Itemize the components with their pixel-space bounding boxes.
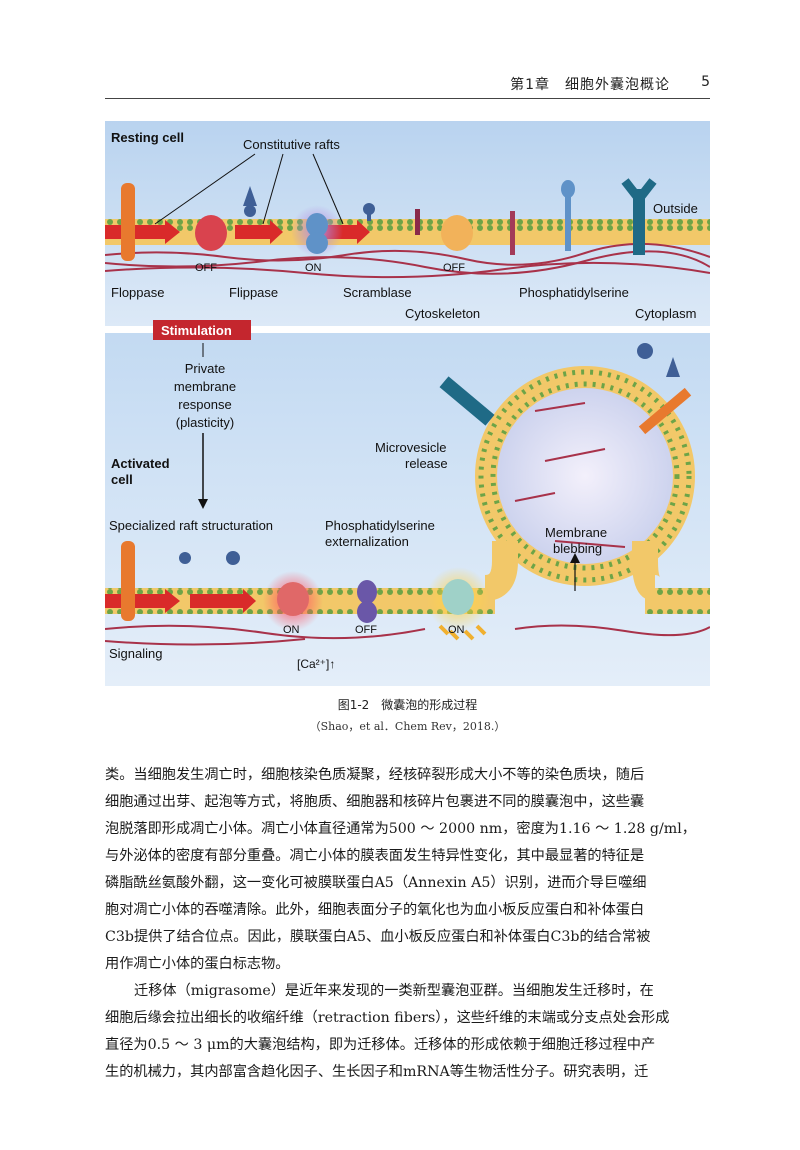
blebbing-label: blebbing	[553, 541, 602, 556]
state-label: ON	[448, 624, 465, 636]
figure-illustration: Resting cell Constitutive rafts Outside …	[105, 121, 710, 686]
signaling-label: Signaling	[109, 646, 163, 661]
receptor-icon	[439, 376, 495, 426]
running-header: 第1章 细胞外囊泡概论 5	[105, 74, 710, 98]
scramblase-icon	[441, 215, 473, 251]
outside-label: Outside	[653, 201, 698, 216]
floppase-active-icon	[277, 582, 309, 616]
floppase-state: OFF	[195, 262, 217, 274]
text-line: 胞对凋亡小体的吞噬清除。此外，细胞表面分子的氧化也为血小板反应蛋白和补体蛋白	[105, 902, 645, 918]
activated-cell-title: Activated	[111, 456, 170, 471]
ps-externalization-label: Phosphatidylserine	[325, 518, 435, 533]
receptor-icon	[633, 189, 645, 255]
body-text: 类。当细胞发生凋亡时，细胞核染色质凝聚，经核碎裂形成大小不等的染色质块，随后 细…	[105, 762, 710, 1086]
figure-caption: 图1-2 微囊泡的形成过程	[337, 698, 478, 712]
ps-externalization-label: externalization	[325, 534, 409, 549]
protein-orange	[121, 183, 135, 261]
cytoplasm-label: Cytoplasm	[635, 306, 696, 321]
blebbing-label: Membrane	[545, 525, 607, 540]
figure-microvesicle-formation: Resting cell Constitutive rafts Outside …	[105, 121, 710, 686]
raft-arrow	[190, 589, 256, 613]
floppase-label: Floppase	[111, 285, 164, 300]
chapter-title: 第1章 细胞外囊泡概论	[510, 77, 670, 93]
text-line: 细胞通过出芽、起泡等方式，将胞质、细胞器和核碎片包裹进不同的膜囊泡中，这些囊	[105, 794, 645, 810]
text-line: 迁移体（migrasome）是近年来发现的一类新型囊泡亚群。当细胞发生迁移时，在	[134, 983, 654, 999]
state-label: ON	[283, 624, 300, 636]
raft-structuration-label: Specialized raft structuration	[109, 518, 273, 533]
calcium-label: [Ca²⁺]↑	[297, 657, 335, 671]
private-label: membrane	[174, 379, 236, 394]
resting-cell-title: Resting cell	[111, 130, 184, 145]
flippase-state: ON	[305, 262, 322, 274]
private-label: Private	[185, 361, 225, 376]
text-line: 与外泌体的密度有部分重叠。凋亡小体的膜表面发生特异性变化，其中最显著的特征是	[105, 848, 645, 864]
scramblase-label: Scramblase	[343, 285, 412, 300]
page-number: 5	[701, 74, 710, 90]
activated-cell-title: cell	[111, 472, 133, 487]
private-label: response	[178, 397, 231, 412]
microvesicle-label: release	[405, 456, 448, 471]
stimulation-label: Stimulation	[161, 323, 232, 338]
text-line: 用作凋亡小体的蛋白标志物。	[105, 956, 290, 972]
text-line: 泡脱落即形成凋亡小体。凋亡小体直径通常为500 ～ 2000 nm，密度为1.1…	[105, 821, 696, 837]
text-line: C3b提供了结合位点。因此，膜联蛋白A5、血小板反应蛋白和补体蛋白C3b的结合常…	[105, 929, 651, 945]
stimulation-badge	[153, 320, 251, 340]
scramblase-state: OFF	[443, 262, 465, 274]
private-label: (plasticity)	[176, 415, 235, 430]
microvesicle-label: Microvesicle	[375, 440, 447, 455]
text-line: 磷脂酰丝氨酸外翻，这一变化可被膜联蛋白A5（Annexin A5）识别，进而介导…	[105, 875, 647, 891]
floppase-icon	[195, 215, 227, 251]
text-line: 直径为0.5 ～ 3 μm的大囊泡结构，即为迁移体。迁移体的形成依赖于细胞迁移过…	[105, 1037, 656, 1053]
cytoskeleton-label: Cytoskeleton	[405, 306, 480, 321]
flippase-label: Flippase	[229, 285, 278, 300]
text-line: 类。当细胞发生凋亡时，细胞核染色质凝聚，经核碎裂形成大小不等的染色质块，随后	[105, 767, 645, 783]
raft-arrow	[235, 220, 283, 244]
state-label: OFF	[355, 624, 377, 636]
text-line: 细胞后缘会拉出细长的收缩纤维（retraction fibers），这些纤维的末…	[105, 1010, 670, 1026]
figure-source: （Shao，et al．Chem Rev，2018.）	[309, 720, 506, 733]
constitutive-rafts-label: Constitutive rafts	[243, 137, 340, 152]
phosphatidylserine-label: Phosphatidylserine	[519, 285, 629, 300]
scramblase-active-icon	[442, 579, 474, 615]
flippase-icon	[306, 213, 328, 237]
header-rule	[105, 98, 710, 99]
text-line: 生的机械力，其内部富含趋化因子、生长因子和mRNA等生物活性分子。研究表明，迁	[105, 1064, 649, 1080]
